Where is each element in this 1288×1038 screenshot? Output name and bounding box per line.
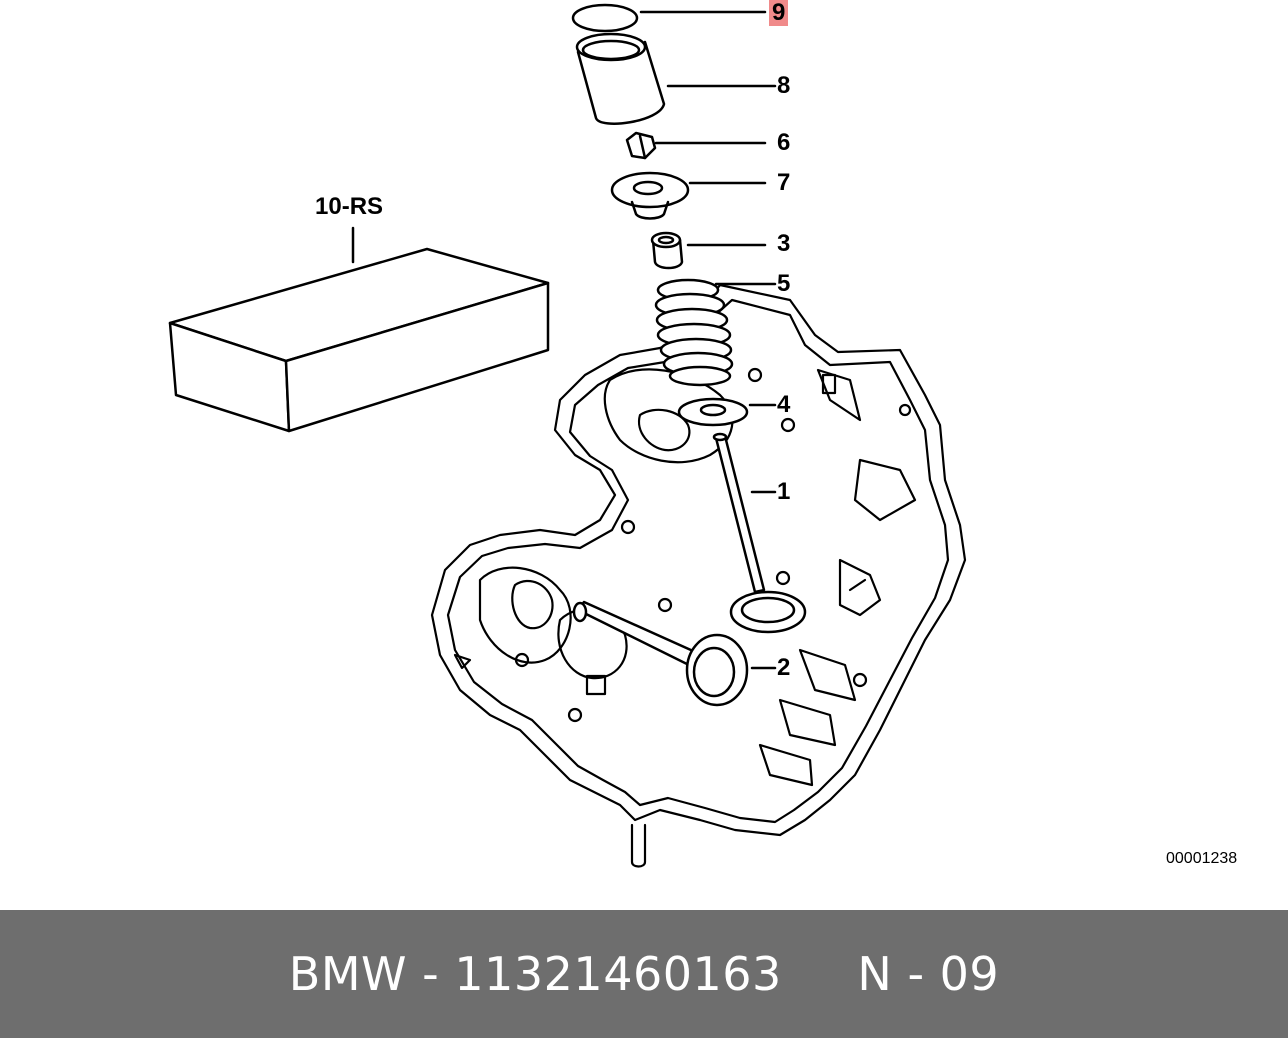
part-1-intake-valve bbox=[712, 432, 807, 634]
part-9-shim bbox=[571, 3, 767, 33]
diagram-reference-code: 00001238 bbox=[1166, 850, 1238, 867]
callout-5: 5 bbox=[777, 270, 791, 297]
callout-4: 4 bbox=[777, 391, 791, 418]
part-4-spring-seat-washer bbox=[677, 397, 777, 427]
callout-3: 3 bbox=[777, 230, 791, 257]
callout-6: 6 bbox=[777, 129, 791, 156]
callout-1: 1 bbox=[777, 478, 791, 505]
part-5-valve-spring bbox=[654, 278, 777, 387]
part-3-valve-stem-seal bbox=[650, 231, 767, 270]
part-number-caption: BMW - 11321460163 N - 09 bbox=[288, 947, 1000, 1001]
callout-8: 8 bbox=[777, 72, 791, 99]
part-2-exhaust-valve bbox=[572, 600, 777, 707]
callout-10-rs: 10-RS bbox=[315, 193, 384, 220]
footer-bar: BMW - 11321460163 N - 09 bbox=[0, 910, 1288, 1038]
callout-9: 9 bbox=[769, 0, 789, 26]
part-8-bucket-tappet bbox=[575, 32, 777, 125]
part-7-spring-retainer bbox=[610, 171, 767, 220]
repair-set-box bbox=[168, 226, 550, 433]
callout-7: 7 bbox=[777, 169, 791, 196]
callout-2: 2 bbox=[777, 654, 791, 681]
part-6-valve-collet bbox=[625, 131, 767, 160]
exploded-parts-diagram bbox=[168, 3, 967, 868]
